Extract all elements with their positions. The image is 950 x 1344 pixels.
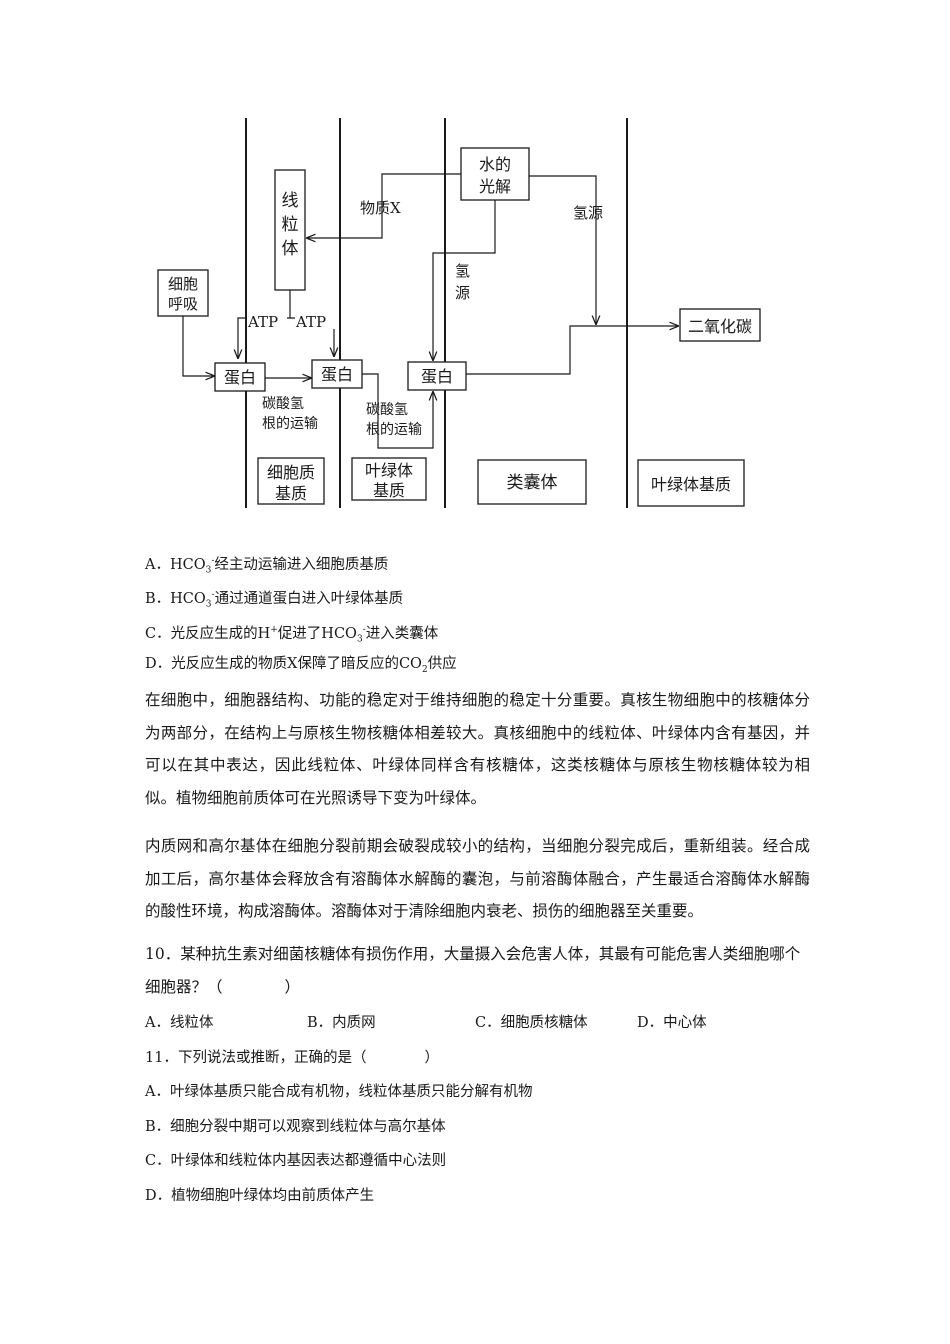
- hydrogen-source-right: 氢源: [573, 204, 603, 222]
- co2-label: 二氧化碳: [688, 317, 752, 336]
- protein-box-2: [311, 359, 363, 389]
- q11-choice-d[interactable]: D．植物细胞叶绿体均由前质体产生: [145, 1188, 375, 1204]
- substance-x-label: 物质X: [360, 199, 401, 217]
- stroma-region-box: [351, 457, 427, 501]
- hydrogen-arrow-right: [529, 175, 596, 324]
- paragraph-ribosome: 在细胞中，细胞器结构、功能的稳定对于维持细胞的稳定十分重要。真核生物细胞中的核糖…: [145, 691, 810, 807]
- option-c: C．光反应生成的H+促进了HCO3-进入类囊体: [145, 620, 438, 650]
- q10-choice-a[interactable]: A．线粒体: [145, 1015, 214, 1031]
- option-a-text-2: 经主动运输进入细胞质基质: [214, 556, 389, 573]
- mitochondria-label-1: 线: [282, 191, 299, 211]
- option-c-sub: 3: [356, 634, 363, 645]
- bicarbonate-path-arrow: [362, 373, 433, 449]
- chloroplast-stroma-region-box: [637, 459, 745, 507]
- option-c-text-1: 光反应生成的H: [170, 625, 271, 642]
- chloroplast-stroma-label: 叶绿体基质: [651, 475, 731, 494]
- option-b-sup: -: [211, 590, 215, 600]
- option-a-sup: -: [211, 556, 215, 566]
- option-a: A．HCO3-经主动运输进入细胞质基质: [145, 551, 388, 581]
- bicarb-label-a1: 碳酸氢: [262, 396, 304, 412]
- option-c-text-3: 进入类囊体: [365, 625, 439, 642]
- option-c-sup-2: -: [362, 625, 366, 635]
- respiration-label-1: 细胞: [168, 275, 198, 293]
- hydrogen-arrow-left: [433, 200, 496, 360]
- hydrogen-source-vertical-1: 氢: [455, 262, 470, 280]
- cytosol-label-2: 基质: [275, 484, 307, 503]
- bicarbonate-transport-diagram: 线 粒 体 细胞 呼吸 水的 光解 物质X 氢源 氢 源 ATP ATP 蛋白 …: [157, 118, 761, 508]
- option-d-sub: 2: [421, 664, 428, 675]
- cytosol-label-1: 细胞质: [267, 463, 315, 482]
- protein-label-1: 蛋白: [224, 368, 256, 387]
- bicarb-label-b2: 根的运输: [366, 422, 422, 438]
- protein-box-3: [407, 361, 467, 391]
- option-d-text-1: 光反应生成的物质X保障了暗反应的CO: [171, 656, 422, 672]
- water-label-2: 光解: [479, 177, 511, 196]
- option-b-text-1: HCO: [170, 590, 206, 607]
- bicarb-label-b1: 碳酸氢: [366, 402, 408, 418]
- option-c-letter: C．: [145, 625, 171, 642]
- question-10-stem: 10．某种抗生素对细菌核糖体有损伤作用，大量摄入会危害人体，其最有可能危害人类细…: [145, 945, 801, 996]
- water-photolysis-box: [460, 147, 530, 201]
- stroma-label-2: 基质: [373, 481, 405, 500]
- co2-arrow: [466, 326, 678, 375]
- option-a-letter: A．: [145, 556, 170, 573]
- cytosol-region-box: [257, 457, 325, 505]
- thylakoid-region-box: [477, 459, 587, 505]
- mitochondria-label-3: 体: [282, 239, 299, 259]
- option-d: D．光反应生成的物质X保障了暗反应的CO2供应: [145, 654, 457, 680]
- respiration-label-2: 呼吸: [168, 295, 198, 313]
- mitochondria-box: [274, 169, 306, 291]
- thylakoid-label: 类囊体: [507, 473, 558, 493]
- substance-x-arrow: [307, 173, 461, 238]
- atp-label-2: ATP: [295, 313, 326, 331]
- respiration-arrow: [182, 316, 214, 376]
- q11-choice-a[interactable]: A．叶绿体基质只能合成有机物，线粒体基质只能分解有机物: [145, 1084, 533, 1100]
- atp-label-1: ATP: [247, 313, 278, 331]
- hydrogen-source-vertical-2: 源: [455, 284, 470, 302]
- q11-choice-c[interactable]: C．叶绿体和线粒体内基因表达都遵循中心法则: [145, 1153, 447, 1169]
- option-c-sup-1: +: [270, 625, 278, 635]
- option-a-text-1: HCO: [169, 556, 206, 573]
- bicarb-label-a2: 根的运输: [262, 416, 318, 432]
- protein-box-1: [214, 362, 266, 392]
- q10-choice-c[interactable]: C．细胞质核糖体: [475, 1015, 588, 1031]
- question-11-stem: 11．下列说法或推断，正确的是（ ）: [145, 1050, 439, 1066]
- protein-label-2: 蛋白: [321, 365, 353, 384]
- option-a-sub: 3: [205, 565, 212, 576]
- q10-choice-d[interactable]: D．中心体: [637, 1015, 707, 1031]
- stroma-label-1: 叶绿体: [365, 461, 413, 480]
- option-b-text-2: 通过通道蛋白进入叶绿体基质: [214, 590, 404, 607]
- q10-choice-b[interactable]: B．内质网: [307, 1015, 376, 1031]
- option-b-sub: 3: [205, 599, 212, 610]
- option-d-text-2: 供应: [427, 656, 457, 672]
- option-b: B．HCO3-通过通道蛋白进入叶绿体基质: [145, 585, 403, 615]
- option-d-letter: D．: [145, 656, 172, 672]
- protein-label-3: 蛋白: [421, 367, 453, 386]
- co2-box: [679, 308, 761, 342]
- option-b-letter: B．: [145, 590, 171, 607]
- water-label-1: 水的: [479, 155, 511, 174]
- q11-choice-b[interactable]: B．细胞分裂中期可以观察到线粒体与高尔基体: [145, 1119, 446, 1135]
- option-c-text-2: 促进了HCO: [277, 625, 357, 642]
- question-10-choices: A．线粒体 B．内质网 C．细胞质核糖体 D．中心体: [145, 1011, 810, 1035]
- mitochondria-label-2: 粒: [282, 215, 299, 235]
- paragraph-lysosome: 内质网和高尔基体在细胞分裂前期会破裂成较小的结构，当细胞分裂完成后，重新组装。经…: [145, 837, 810, 920]
